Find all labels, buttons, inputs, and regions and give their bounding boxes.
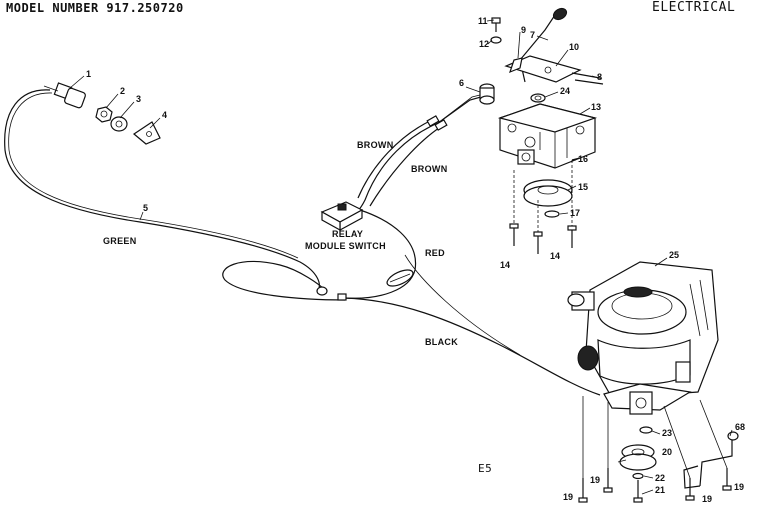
cap-part-6 — [479, 83, 495, 105]
wire-end-terminals — [316, 286, 347, 301]
callout-8: 8 — [597, 72, 602, 82]
page-code: E5 — [478, 462, 493, 475]
model-number: MODEL NUMBER 917.250720 — [6, 1, 184, 15]
callout-19a: 19 — [563, 492, 573, 502]
pulley-part-20 — [619, 444, 657, 471]
red-wire — [344, 209, 417, 299]
callout-3: 3 — [136, 94, 141, 104]
callout-14a: 14 — [500, 260, 510, 270]
callout-11: 11 — [478, 16, 488, 26]
callout-7: 7 — [530, 30, 535, 40]
callout-21: 21 — [655, 485, 665, 495]
bracket-part-4 — [132, 121, 161, 145]
callout-23: 23 — [662, 428, 672, 438]
callout-6: 6 — [459, 78, 464, 88]
callout-13: 13 — [591, 102, 601, 112]
callout-14b: 14 — [550, 251, 560, 261]
lever-bracket-9-10 — [504, 55, 582, 83]
relay-module-switch — [320, 201, 364, 232]
callout-20: 20 — [662, 447, 672, 457]
callout-19c: 19 — [702, 494, 712, 504]
rod-part-68 — [683, 431, 739, 489]
washer-part-12 — [490, 36, 502, 44]
callout-15: 15 — [578, 182, 588, 192]
callout-4: 4 — [162, 110, 167, 120]
callout-24: 24 — [560, 86, 570, 96]
callout-25: 25 — [669, 250, 679, 260]
callout-17: 17 — [570, 208, 580, 218]
wire-label-red: RED — [425, 248, 445, 258]
leader-lines — [69, 19, 733, 495]
black-wire — [222, 254, 601, 396]
brown-wire-connectors — [426, 115, 448, 131]
callout-22: 22 — [655, 473, 665, 483]
clip-part-17 — [544, 210, 560, 218]
nut-part-2 — [95, 106, 113, 123]
section-title: ELECTRICAL — [652, 0, 736, 15]
washer-part-3 — [110, 116, 128, 132]
brown-wires — [349, 92, 489, 216]
bolts-part-14 — [509, 160, 577, 254]
gearcase-part-13 — [497, 103, 598, 169]
washer-part-23 — [639, 426, 653, 434]
callout-16: 16 — [578, 154, 588, 164]
callout-19d: 19 — [734, 482, 744, 492]
relay-label-line-2: MODULE SWITCH — [305, 241, 386, 251]
bolts-part-19 — [578, 396, 732, 503]
inline-connector — [386, 269, 414, 287]
wire-label-brown-1: BROWN — [357, 140, 394, 150]
green-wire — [4, 89, 321, 291]
wire-label-brown-2: BROWN — [411, 164, 448, 174]
wire-label-green: GREEN — [103, 236, 137, 246]
callout-12: 12 — [479, 39, 489, 49]
wire-label-black: BLACK — [425, 337, 458, 347]
callout-19b: 19 — [590, 475, 600, 485]
callout-1: 1 — [86, 69, 91, 79]
bolt-part-21 — [633, 480, 643, 503]
callout-68: 68 — [735, 422, 745, 432]
pulley-part-15 — [523, 179, 573, 207]
callout-9: 9 — [521, 25, 526, 35]
washer-part-24 — [530, 93, 546, 103]
washer-part-22 — [632, 472, 644, 480]
engine-part-25 — [567, 261, 719, 415]
callout-10: 10 — [569, 42, 579, 52]
callout-5: 5 — [143, 203, 148, 213]
callout-2: 2 — [120, 86, 125, 96]
relay-label-line-1: RELAY — [332, 229, 363, 239]
connector-part-1 — [43, 82, 86, 109]
